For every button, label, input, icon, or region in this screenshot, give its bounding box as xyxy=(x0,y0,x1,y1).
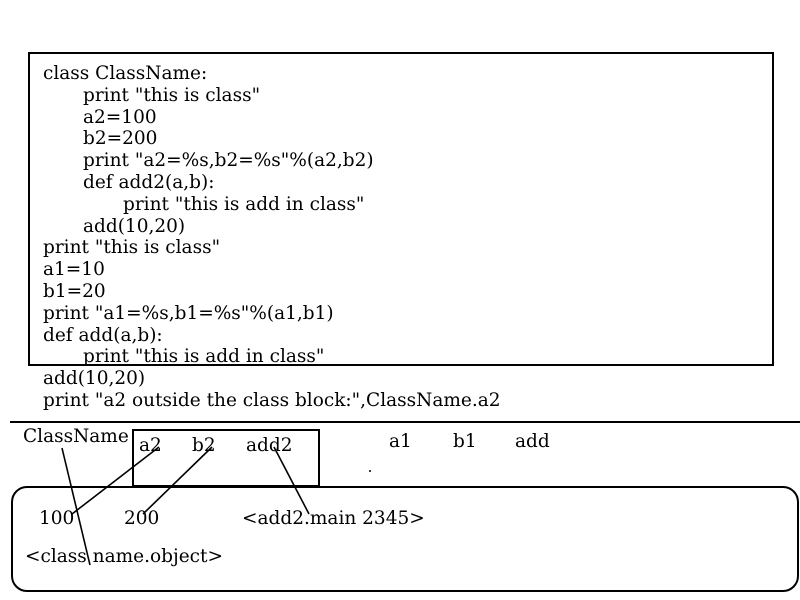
code-line: print "a1=%s,b1=%s"%(a1,b1) xyxy=(43,302,334,324)
object-function-add2: <add2.main 2345> xyxy=(242,508,425,529)
code-line: print "this is add in class" xyxy=(83,346,325,368)
member-add2: add2 xyxy=(246,435,293,456)
code-line: print "a2=%s,b2=%s"%(a2,b2) xyxy=(83,150,374,172)
code-listing: class ClassName:print "this is class"a2=… xyxy=(43,63,501,412)
code-line: print "this is class" xyxy=(83,84,261,106)
code-line: def add2(a,b): xyxy=(83,171,215,193)
code-line: class ClassName: xyxy=(43,63,208,84)
code-line: print "this is class" xyxy=(43,237,221,259)
code-line: add(10,20) xyxy=(83,215,186,237)
stray-dot xyxy=(369,470,371,472)
divider-line xyxy=(10,421,800,423)
object-value-100: 100 xyxy=(39,508,75,529)
object-class-instance: <class name.object> xyxy=(25,546,223,567)
code-line: add(10,20) xyxy=(43,368,146,390)
code-line: b2=200 xyxy=(83,128,158,150)
class-name-label: ClassName xyxy=(23,426,129,447)
object-value-200: 200 xyxy=(124,508,160,529)
member-b2: b2 xyxy=(192,435,216,456)
global-add: add xyxy=(515,431,550,452)
member-a2: a2 xyxy=(139,435,162,456)
code-line: print "a2 outside the class block:",Clas… xyxy=(43,389,501,411)
code-box xyxy=(28,52,774,366)
code-line: print "this is add in class" xyxy=(123,193,365,215)
global-b1: b1 xyxy=(453,431,477,452)
code-line: b1=20 xyxy=(43,280,106,302)
global-a1: a1 xyxy=(389,431,412,452)
code-line: a2=100 xyxy=(83,106,157,128)
code-line: a1=10 xyxy=(43,259,105,281)
code-line: def add(a,b): xyxy=(43,324,163,346)
object-heap-box xyxy=(11,486,799,592)
